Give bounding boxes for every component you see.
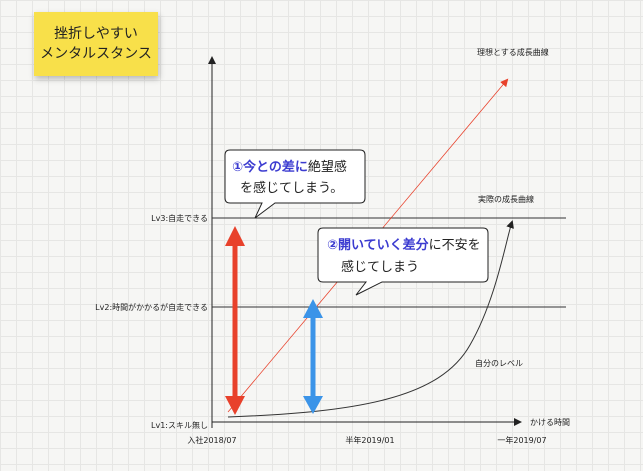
callout1-highlight: 今との差に [242, 159, 308, 175]
ideal-curve-label: 理想とする成長曲線 [477, 47, 549, 57]
callout2-line2: 感じてしまう [341, 259, 419, 275]
self-level-label: 自分のレベル [475, 358, 523, 368]
y-label-lv1: Lv1:スキル無し [151, 420, 208, 430]
x-label-half: 半年2019/01 [345, 435, 394, 445]
y-label-lv2: Lv2:時間がかかるが自走できる [95, 302, 208, 312]
callout-anxiety[interactable]: ②開いていく差分に不安を 感じてしまう [317, 227, 489, 296]
callout1-line2: を感じてしまう。 [240, 180, 343, 196]
actual-growth-curve [227, 220, 514, 418]
svg-text:②開いていく差分に不安を: ②開いていく差分に不安を [327, 237, 481, 253]
y-label-lv3: Lv3:自走できる [151, 213, 208, 223]
callout2-rest: に不安を [429, 238, 481, 253]
svg-text:①今との差に絶望感: ①今との差に絶望感 [232, 159, 347, 175]
blue-gap-arrow [303, 299, 323, 414]
red-gap-arrow [225, 226, 245, 415]
callout2-highlight: 開いていく差分 [338, 237, 429, 253]
x-axis-title: かける時間 [530, 418, 570, 427]
actual-curve-label: 実際の成長曲線 [478, 194, 534, 204]
sticky-line-2: メンタルスタンス [40, 46, 152, 62]
callout1-number: ① [232, 160, 243, 175]
x-label-year: 一年2019/07 [497, 435, 546, 445]
x-label-start: 入社2018/07 [187, 435, 236, 445]
callout1-rest: 絶望感 [308, 159, 347, 175]
callout-despair[interactable]: ①今との差に絶望感 を感じてしまう。 [224, 149, 366, 219]
callout2-number: ② [327, 238, 338, 253]
sticky-line-1: 挫折しやすい [54, 26, 138, 42]
title-sticky-note[interactable]: 挫折しやすい メンタルスタンス [34, 12, 158, 76]
